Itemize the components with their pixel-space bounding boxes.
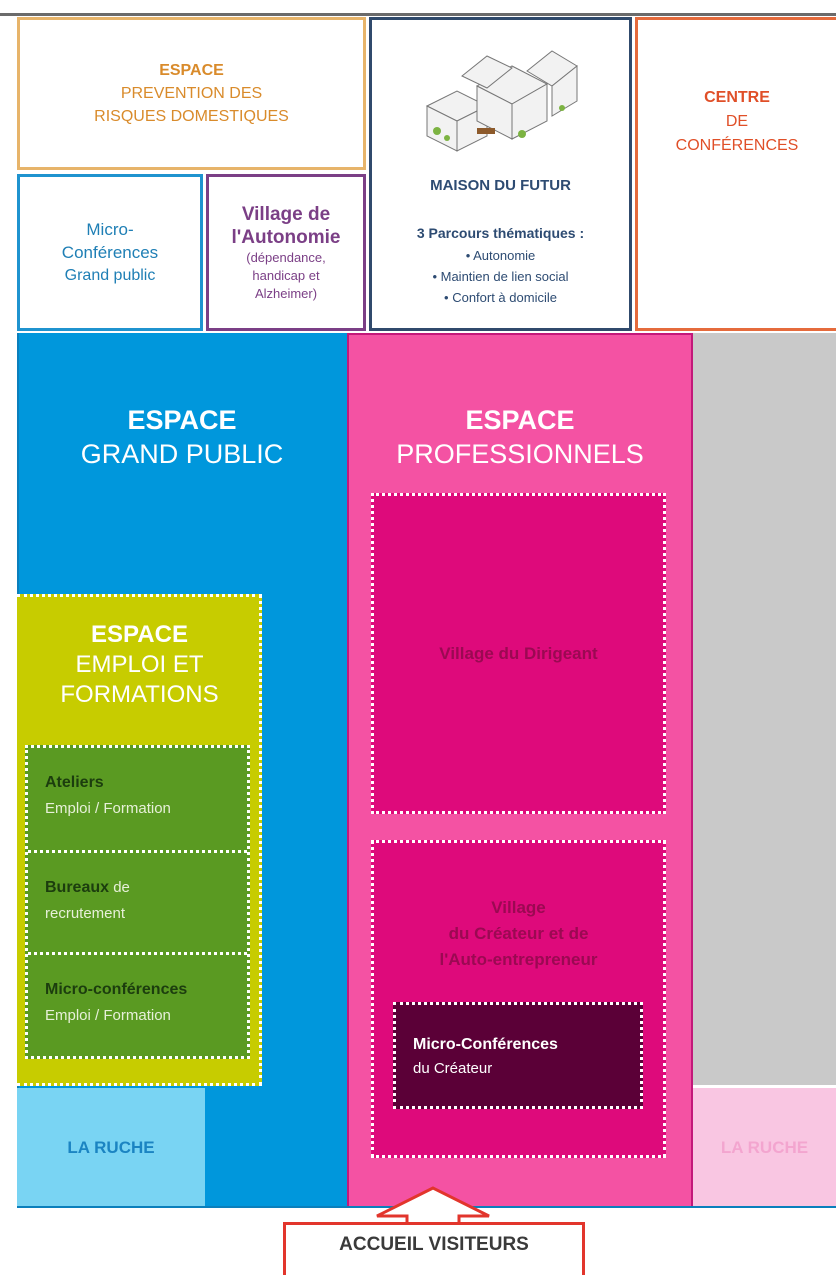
- centre-line1: CENTRE: [704, 88, 770, 106]
- village-autonomie-line4: handicap et: [252, 267, 320, 283]
- professionnels-line2: PROFESSIONNELS: [396, 439, 644, 469]
- emploi-item-title: Micro-conférences: [45, 981, 188, 998]
- centre-line2: DE: [725, 112, 749, 130]
- createur-line2: du Créateur et de: [448, 924, 589, 943]
- zone-prevention-risques: ESPACE PREVENTION DES RISQUES DOMESTIQUE…: [17, 17, 366, 170]
- emploi-line1: ESPACE: [91, 621, 188, 648]
- emploi-item-sub: Emploi / Formation: [45, 1007, 171, 1024]
- emploi-line2: EMPLOI ET: [75, 651, 204, 678]
- emploi-item-ateliers: Ateliers Emploi / Formation: [28, 748, 247, 850]
- createur-line1: Village: [491, 898, 546, 917]
- emploi-item-title: Bureaux: [45, 879, 110, 896]
- parcours-item: • Confort à domicile: [444, 290, 557, 305]
- emploi-line3: FORMATIONS: [60, 681, 219, 708]
- entrance-arrow-icon: [376, 1186, 490, 1226]
- emploi-item-bureaux: Bureaux de recrutement: [28, 850, 247, 952]
- grand-public-title: ESPACE GRAND PUBLIC: [17, 403, 347, 471]
- zone-la-ruche-right: LA RUCHE: [693, 1088, 836, 1208]
- createur-line3: l'Auto-entrepreneur: [439, 950, 598, 969]
- prevention-title: ESPACE: [159, 62, 224, 79]
- accueil-visiteurs-label: ACCUEIL VISITEURS: [339, 1234, 529, 1255]
- emploi-item-rest: de: [109, 879, 130, 896]
- village-autonomie-line2: l'Autonomie: [231, 226, 341, 248]
- emploi-item-title: Ateliers: [45, 774, 104, 791]
- zone-centre-conferences: CENTRE DE CONFÉRENCES: [635, 17, 836, 331]
- micro-createur-line1: Micro-Conférences: [413, 1036, 558, 1053]
- zone-village-dirigeant: Village du Dirigeant: [371, 493, 666, 814]
- zone-village-createur: Village du Créateur et de l'Auto-entrepr…: [371, 840, 666, 1158]
- grand-public-line2: GRAND PUBLIC: [80, 439, 284, 469]
- emploi-title: ESPACE EMPLOI ET FORMATIONS: [17, 620, 262, 710]
- professionnels-title: ESPACE PROFESSIONNELS: [347, 403, 693, 471]
- dirigeant-label: Village du Dirigeant: [439, 643, 598, 663]
- accueil-visiteurs-box: [283, 1222, 585, 1275]
- zone-micro-conferences-createur: Micro-Conférences du Créateur: [393, 1002, 643, 1109]
- houses-illustration-icon: [425, 50, 578, 152]
- village-autonomie-line1: Village de: [241, 203, 331, 225]
- top-divider: [0, 13, 836, 16]
- zone-micro-conferences-grand-public: Micro- Conférences Grand public: [17, 174, 203, 331]
- emploi-item-sub: Emploi / Formation: [45, 800, 171, 817]
- ruche-right-label: LA RUCHE: [720, 1138, 809, 1157]
- microconf-line3: Grand public: [64, 267, 156, 284]
- emploi-item-micro-conferences: Micro-conférences Emploi / Formation: [28, 952, 247, 1054]
- ruche-left-label: LA RUCHE: [67, 1138, 155, 1157]
- zone-village-autonomie: Village de l'Autonomie (dépendance, hand…: [206, 174, 366, 331]
- emploi-item-sub: recrutement: [45, 905, 126, 922]
- createur-label: Village du Créateur et de l'Auto-entrepr…: [374, 895, 663, 973]
- micro-createur-line2: du Créateur: [413, 1060, 493, 1077]
- emploi-blocks: Ateliers Emploi / Formation Bureaux de r…: [25, 745, 250, 1059]
- parcours-list: • Autonomie • Maintien de lien social • …: [372, 245, 629, 308]
- prevention-line3: RISQUES DOMESTIQUES: [94, 108, 289, 125]
- zone-grey: [693, 333, 836, 1085]
- parcours-item: • Maintien de lien social: [432, 269, 569, 284]
- maison-title: MAISON DU FUTUR: [430, 177, 571, 194]
- prevention-line2: PREVENTION DES: [120, 85, 263, 102]
- parcours-item: • Autonomie: [465, 248, 536, 263]
- zone-maison-du-futur: MAISON DU FUTUR 3 Parcours thématiques :…: [369, 17, 632, 331]
- zone-la-ruche-left: LA RUCHE: [17, 1088, 205, 1208]
- microconf-line2: Conférences: [61, 243, 159, 262]
- village-autonomie-line5: Alzheimer): [254, 285, 318, 301]
- centre-line3: CONFÉRENCES: [675, 136, 799, 154]
- microconf-line1: Micro-: [86, 220, 134, 239]
- professionnels-line1: ESPACE: [465, 405, 575, 435]
- maison-subtitle: 3 Parcours thématiques :: [416, 225, 585, 241]
- village-autonomie-line3: (dépendance,: [246, 249, 326, 265]
- grand-public-line1: ESPACE: [127, 405, 237, 435]
